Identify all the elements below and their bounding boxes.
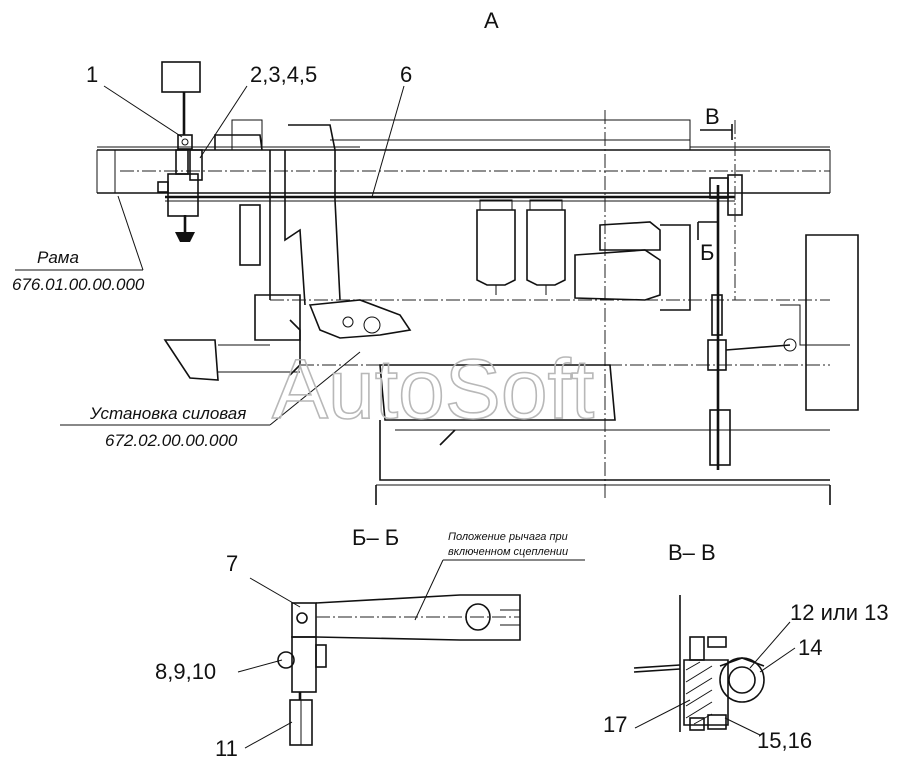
view-title-b: Б– Б (352, 525, 399, 550)
callout-12-13: 12 или 13 (790, 600, 889, 625)
frame-name: Рама (37, 248, 79, 267)
power-unit-code: 672.02.00.00.000 (105, 431, 238, 450)
callout-1: 1 (86, 62, 98, 87)
cut-label-v: В (705, 104, 720, 129)
lever-note-line2: включенном сцеплении (448, 546, 568, 558)
watermark: AutoSoft (272, 342, 594, 436)
main-view (96, 61, 859, 505)
callout-17: 17 (603, 712, 627, 737)
section-v-view (633, 595, 765, 732)
callout-2-5: 2,3,4,5 (250, 62, 317, 87)
power-unit-name: Установка силовая (89, 404, 246, 423)
callout-15-16: 15,16 (757, 728, 812, 753)
section-b-view (277, 594, 521, 746)
callout-7: 7 (226, 551, 238, 576)
view-title-a: А (484, 8, 499, 33)
view-title-v: В– В (668, 540, 716, 565)
frame-code: 676.01.00.00.000 (12, 275, 145, 294)
callout-14: 14 (798, 635, 822, 660)
callout-11: 11 (215, 736, 238, 761)
callout-8-10: 8,9,10 (155, 659, 216, 684)
lever-note-line1: Положение рычага при (448, 531, 568, 543)
callout-6: 6 (400, 62, 412, 87)
cut-label-b: Б (700, 240, 714, 265)
